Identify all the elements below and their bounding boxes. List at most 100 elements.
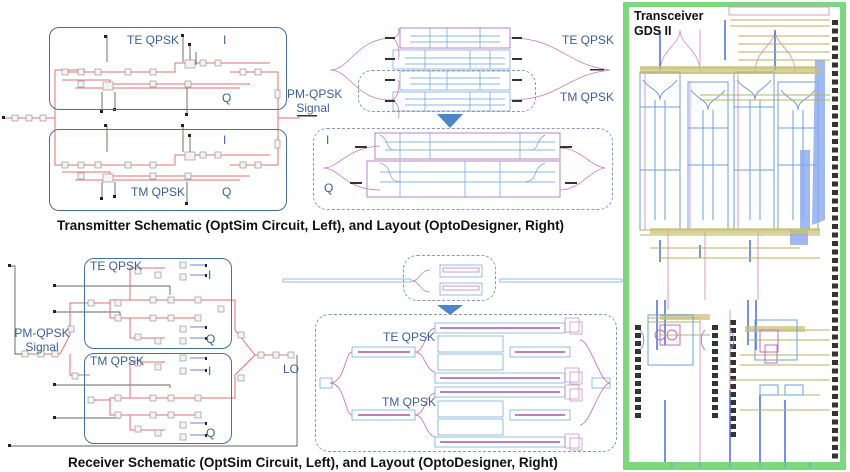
rx-pm-qpsk-signal-label: PM-QPSK Signal xyxy=(14,326,70,354)
tx-tm-qpsk-box xyxy=(49,129,287,211)
bond-pad xyxy=(832,88,838,93)
tx-tm-i-label: I xyxy=(223,133,227,147)
bond-pad xyxy=(635,365,641,370)
bond-pad xyxy=(832,351,838,357)
tx-tm-q-label: Q xyxy=(222,185,232,199)
rx-lo-label: LO xyxy=(283,362,300,376)
bond-pad xyxy=(832,402,838,408)
bond-pad xyxy=(832,181,838,187)
rx-te-q-label: Q xyxy=(206,332,216,346)
bond-pad xyxy=(832,79,838,85)
rx-te-i-label: I xyxy=(208,268,212,282)
tx-layout-te-qpsk-label: TE QPSK xyxy=(562,33,615,47)
bond-pad xyxy=(712,413,718,418)
bond-pad xyxy=(832,292,838,297)
bond-pad xyxy=(730,376,736,381)
bond-pad xyxy=(712,389,718,394)
bond-pad xyxy=(635,357,641,362)
bond-pad xyxy=(730,368,736,373)
bond-pad xyxy=(730,328,736,333)
tx-layout-q-label: Q xyxy=(324,181,334,195)
bond-pad xyxy=(832,96,838,102)
rx-tm-qpsk-label: TM QPSK xyxy=(90,354,145,368)
tx-caption: Transmitter Schematic (OptSim Circuit, L… xyxy=(57,218,565,233)
bond-pad xyxy=(730,352,736,357)
bond-pad xyxy=(730,384,736,389)
bond-pad xyxy=(832,54,838,59)
bond-pad xyxy=(832,326,838,331)
bond-pad xyxy=(832,428,838,433)
rx-te-qpsk-box xyxy=(84,258,232,349)
bond-pad xyxy=(832,266,838,272)
bond-pad xyxy=(832,343,838,348)
bond-pad xyxy=(832,334,838,340)
tx-down-arrow-icon xyxy=(437,114,463,128)
bond-pad xyxy=(635,389,641,394)
bond-pad xyxy=(712,349,718,354)
bond-pad xyxy=(730,416,736,421)
tx-signal-line2: Signal xyxy=(296,101,330,115)
tx-te-i-label: I xyxy=(223,33,227,47)
bond-pad xyxy=(832,139,838,144)
bond-pad xyxy=(832,190,838,195)
bond-pad xyxy=(832,156,838,161)
tx-te-qpsk-label: TE QPSK xyxy=(127,33,180,47)
bond-pad xyxy=(730,344,736,349)
tx-iq-layout-dashed-box xyxy=(313,128,613,210)
rx-layout-tm-qpsk-label: TM QPSK xyxy=(382,395,437,409)
bond-pad xyxy=(832,258,838,263)
bond-pad xyxy=(635,349,641,354)
rx-caption: Receiver Schematic (OptSim Circuit, Left… xyxy=(68,455,558,470)
bond-pad xyxy=(730,392,736,397)
bond-pad xyxy=(832,147,838,153)
bond-pad xyxy=(832,309,838,314)
bond-pad xyxy=(832,113,838,119)
bond-pad xyxy=(832,207,838,212)
bond-pad xyxy=(832,360,838,365)
bond-pad xyxy=(832,411,838,416)
bond-pad xyxy=(730,432,736,437)
bond-pad xyxy=(832,37,838,42)
bond-pad xyxy=(832,436,838,442)
tx-tm-layout-dashed-box xyxy=(358,70,536,112)
rx-tm-qpsk-box xyxy=(84,353,232,444)
bond-pad xyxy=(832,368,838,374)
rx-main-layout-dashed-box xyxy=(315,314,617,452)
bond-pad xyxy=(730,424,736,429)
bond-pad xyxy=(832,419,838,425)
bond-pad xyxy=(730,360,736,365)
bond-pad xyxy=(832,215,838,221)
tx-schematic-wiring xyxy=(2,34,300,205)
bond-pad xyxy=(712,397,718,402)
bond-pad xyxy=(832,300,838,306)
bond-pad xyxy=(832,385,838,391)
rx-schematic-wiring xyxy=(8,261,298,447)
gds-title: Transceiver GDS II xyxy=(634,9,704,39)
bond-pad xyxy=(712,405,718,410)
bond-pad xyxy=(635,405,641,410)
bond-pad xyxy=(832,453,838,459)
bond-pad xyxy=(635,325,641,330)
bond-pad xyxy=(832,241,838,246)
bond-pad xyxy=(712,325,718,330)
rx-tm-q-label: Q xyxy=(206,426,216,440)
tx-tm-qpsk-label: TM QPSK xyxy=(131,185,186,199)
bond-pad xyxy=(832,28,838,34)
bond-pad xyxy=(832,283,838,289)
bond-pad xyxy=(712,381,718,386)
tx-te-q-label: Q xyxy=(222,91,232,105)
bond-pad xyxy=(712,365,718,370)
rx-layout-te-qpsk-label: TE QPSK xyxy=(383,330,436,344)
tx-te-qpsk-box xyxy=(49,27,287,110)
bond-pad xyxy=(832,317,838,323)
bond-pad xyxy=(832,62,838,68)
bond-pad xyxy=(635,373,641,378)
bond-pad xyxy=(832,275,838,280)
bond-pad xyxy=(730,400,736,405)
bond-pad xyxy=(712,333,718,338)
bond-pad xyxy=(832,249,838,255)
bond-pad xyxy=(832,232,838,238)
tx-signal-line1: PM-QPSK xyxy=(287,87,343,101)
